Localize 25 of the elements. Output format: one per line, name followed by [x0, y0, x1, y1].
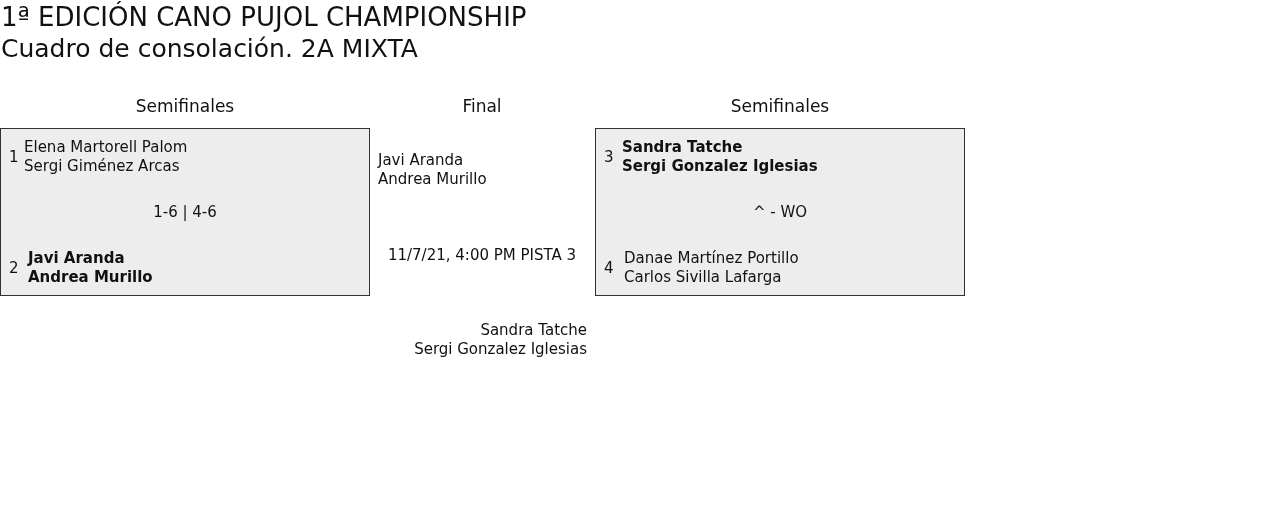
match-box	[0, 128, 370, 296]
finalist-name: Sandra Tatche	[480, 321, 587, 340]
match-box	[595, 128, 965, 296]
player-name: Carlos Sivilla Lafarga	[624, 268, 782, 287]
seed-number: 4	[604, 259, 614, 278]
title-text: 1ª EDICIÓN CANO PUJOL CHAMPIONSHIP	[1, 2, 527, 32]
player-name: Elena Martorell Palom	[24, 138, 188, 157]
match-schedule: 11/7/21, 4:00 PM PISTA 3	[387, 246, 577, 265]
round-header: Final	[462, 96, 502, 116]
player-name: Danae Martínez Portillo	[624, 249, 799, 268]
player-name: Sandra Tatche	[622, 138, 743, 157]
player-name: Javi Aranda	[28, 249, 125, 268]
seed-number: 1	[9, 148, 19, 167]
match-score: 1-6 | 4-6	[153, 203, 217, 222]
round-header: Semifinales	[730, 96, 830, 116]
match-score: ^ - WO	[752, 203, 808, 222]
player-name: Andrea Murillo	[28, 268, 153, 287]
seed-number: 3	[604, 148, 614, 167]
player-name: Sergi Giménez Arcas	[24, 157, 180, 176]
seed-number: 2	[9, 259, 19, 278]
round-header: Semifinales	[135, 96, 235, 116]
finalist-name: Sergi Gonzalez Iglesias	[414, 340, 587, 359]
finalist-name: Andrea Murillo	[378, 170, 487, 189]
subtitle-text: Cuadro de consolación. 2A MIXTA	[1, 34, 418, 64]
player-name: Sergi Gonzalez Iglesias	[622, 157, 818, 176]
